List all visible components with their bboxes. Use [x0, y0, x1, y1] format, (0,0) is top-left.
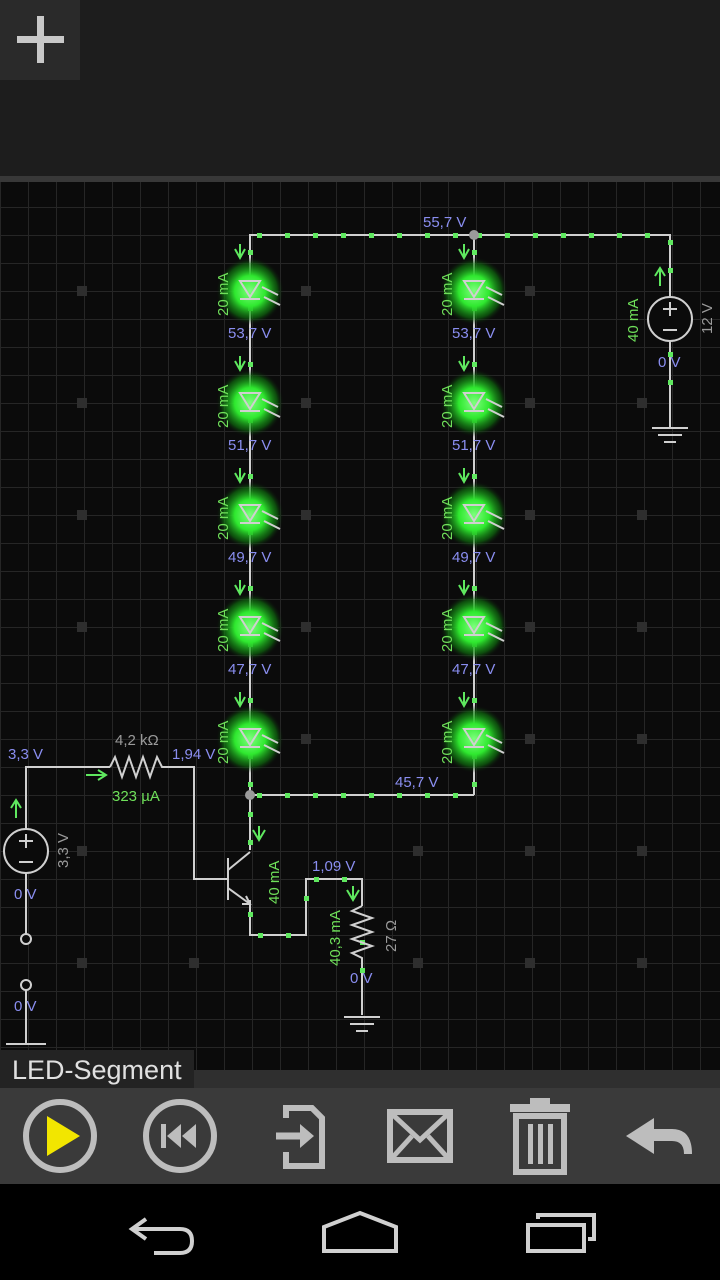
switch[interactable]	[20, 933, 32, 991]
led-current-label: 20 mA	[439, 273, 456, 316]
led[interactable]	[216, 593, 284, 661]
source-current-label: 40 mA	[625, 299, 642, 342]
transistor-current-label: 40 mA	[266, 861, 283, 904]
voltage-label: 0 V	[14, 998, 37, 1015]
rewind-button[interactable]	[120, 1088, 240, 1184]
voltage-label: 53,7 V	[228, 325, 271, 342]
ground-icon	[344, 1016, 380, 1032]
play-icon	[23, 1099, 97, 1173]
resistor-27[interactable]: 40,3 mA 27 Ω	[327, 886, 400, 966]
voltage-label: 51,7 V	[228, 437, 271, 454]
rewind-icon	[143, 1099, 217, 1173]
divider	[0, 176, 720, 182]
source-value-label: 3,3 V	[55, 833, 72, 868]
voltage-label: 45,7 V	[395, 774, 438, 791]
voltage-label: 47,7 V	[452, 661, 495, 678]
recents-icon	[526, 1213, 596, 1253]
trash-icon	[510, 1098, 570, 1175]
voltage-label: 55,7 V	[423, 214, 466, 231]
undo-icon	[626, 1118, 692, 1154]
led-current-label: 20 mA	[215, 273, 232, 316]
led[interactable]	[216, 257, 284, 325]
led[interactable]	[216, 481, 284, 549]
led[interactable]	[440, 593, 508, 661]
voltage-label: 1,09 V	[312, 858, 355, 875]
voltage-label: 1,94 V	[172, 746, 215, 763]
circuit-canvas[interactable]: 20 mA 20 mA 20 mA 20 mA 20 mA 20 mA 20 m…	[0, 182, 720, 1070]
add-component-button[interactable]	[0, 0, 80, 80]
led[interactable]	[440, 257, 508, 325]
voltage-label: 49,7 V	[452, 549, 495, 566]
led[interactable]	[440, 481, 508, 549]
plus-icon	[17, 16, 64, 63]
delete-button[interactable]	[480, 1088, 600, 1184]
voltage-label: 0 V	[350, 970, 373, 987]
led[interactable]	[216, 369, 284, 437]
led-current-label: 20 mA	[439, 385, 456, 428]
voltage-label: 3,3 V	[8, 746, 43, 763]
resistor-value-label: 4,2 kΩ	[115, 732, 159, 749]
voltage-label: 51,7 V	[452, 437, 495, 454]
voltage-label: 47,7 V	[228, 661, 271, 678]
import-icon	[276, 1105, 325, 1169]
play-button[interactable]	[0, 1088, 120, 1184]
voltage-source-3v3[interactable]: 3,3 V	[3, 798, 72, 874]
voltage-label: 53,7 V	[452, 325, 495, 342]
ground-icon	[652, 427, 688, 443]
resistor-value-label: 27 Ω	[383, 920, 400, 952]
import-button[interactable]	[240, 1088, 360, 1184]
home-icon	[322, 1210, 398, 1253]
mail-icon	[387, 1109, 453, 1163]
led-current-label: 20 mA	[439, 609, 456, 652]
source-value-label: 12 V	[699, 303, 716, 334]
led-current-label: 20 mA	[215, 721, 232, 764]
toolbar	[0, 1088, 720, 1184]
led[interactable]	[440, 369, 508, 437]
back-nav-button[interactable]	[90, 1184, 230, 1280]
top-bar	[0, 0, 720, 176]
voltage-label: 49,7 V	[228, 549, 271, 566]
email-button[interactable]	[360, 1088, 480, 1184]
voltage-label: 0 V	[14, 886, 37, 903]
led[interactable]	[216, 705, 284, 773]
led-current-label: 20 mA	[215, 609, 232, 652]
resistor-4k2[interactable]: 4,2 kΩ 323 µA	[86, 732, 166, 805]
led-current-label: 20 mA	[215, 497, 232, 540]
led-current-label: 20 mA	[439, 497, 456, 540]
led-current-label: 20 mA	[215, 385, 232, 428]
undo-button[interactable]	[600, 1088, 720, 1184]
voltage-label: 0 V	[658, 354, 681, 371]
circuit-name-label: LED-Segment	[0, 1050, 194, 1088]
recents-nav-button[interactable]	[492, 1184, 632, 1280]
led[interactable]	[440, 705, 508, 773]
led-array[interactable]	[216, 257, 508, 773]
transistor[interactable]	[227, 851, 252, 905]
resistor-current-label: 323 µA	[112, 788, 160, 805]
home-nav-button[interactable]	[290, 1184, 430, 1280]
voltage-source-12v[interactable]: 40 mA 12 V	[625, 266, 716, 342]
back-icon	[128, 1217, 195, 1255]
led-current-label: 20 mA	[439, 721, 456, 764]
resistor-current-label: 40,3 mA	[327, 910, 344, 966]
system-nav-bar	[0, 1184, 720, 1280]
